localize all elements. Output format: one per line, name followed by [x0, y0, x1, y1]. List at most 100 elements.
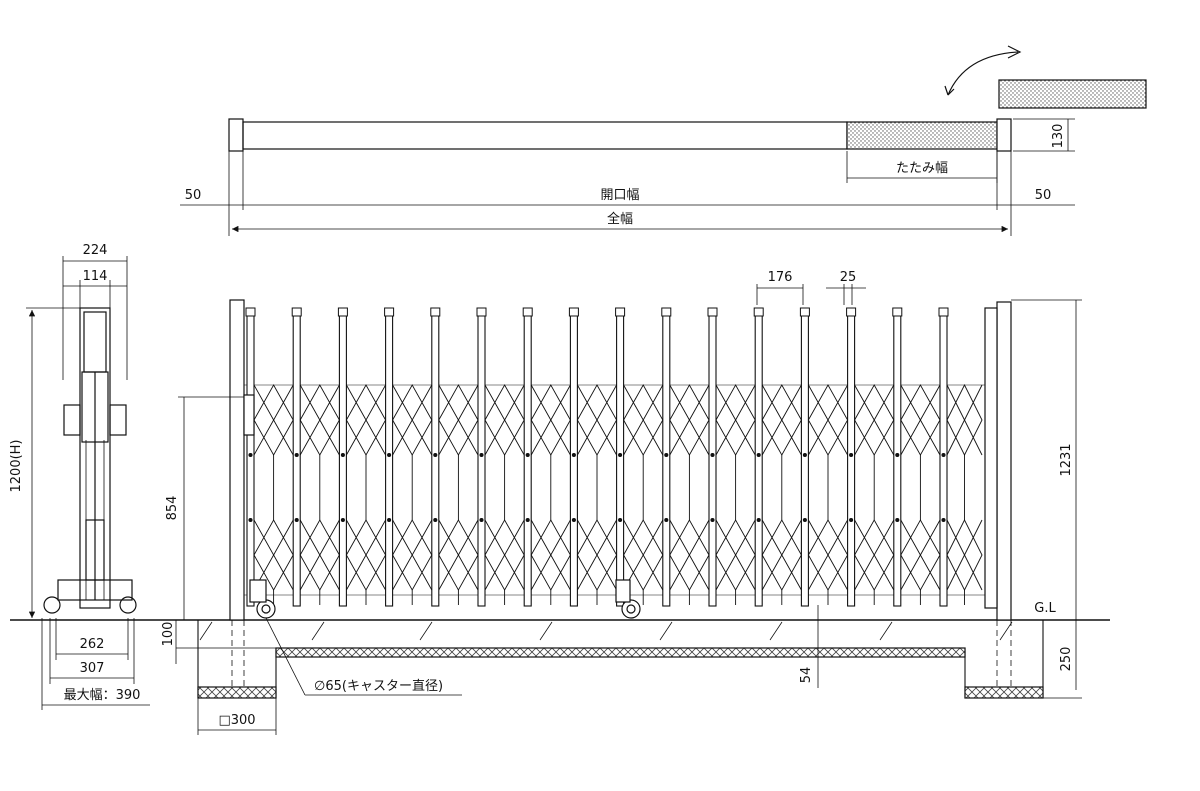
- pivot-rivet: [618, 517, 623, 523]
- lattice-link: [623, 384, 664, 456]
- lattice-link: [669, 384, 710, 456]
- pivot-rivet: [340, 452, 345, 458]
- gate-bar: [338, 309, 347, 607]
- lattice-link: [715, 384, 756, 456]
- lattice-link: [530, 519, 571, 591]
- rotation-arrow: [947, 51, 1019, 96]
- pivot-rivet: [571, 517, 576, 523]
- gate-bar: [754, 309, 763, 607]
- lattice-link: [669, 519, 710, 591]
- gate-bar-cap: [291, 307, 302, 317]
- lattice-link: [299, 384, 340, 456]
- gate-bar: [800, 309, 809, 607]
- lattice-link: [345, 519, 387, 591]
- gate-bar: [292, 309, 301, 607]
- gate-lattice: [248, 383, 983, 605]
- side-50-left-label: 50: [185, 188, 202, 203]
- handle: [243, 394, 255, 436]
- lattice-link: [761, 519, 802, 591]
- max-width-label: 最大幅：390: [64, 688, 141, 703]
- gate-bar-cap: [938, 307, 949, 317]
- pivot-rivet: [294, 517, 299, 523]
- gate-bar: [616, 309, 625, 607]
- gate-bar-cap: [522, 307, 533, 317]
- dim-100-label: 100: [161, 622, 176, 647]
- gate-bar-cap: [245, 307, 256, 317]
- pivot-rivet: [895, 452, 900, 458]
- pivot-rivet: [710, 517, 715, 523]
- left-post: [229, 299, 245, 621]
- right-post: [996, 301, 1012, 621]
- gate-bar-cap: [430, 307, 441, 317]
- lattice-link: [854, 384, 895, 456]
- lattice-link: [854, 519, 895, 591]
- front-view: [10, 299, 1110, 621]
- dim-25-label: 25: [840, 270, 857, 285]
- pivot-rivet: [664, 452, 669, 458]
- top-view: [180, 45, 1147, 236]
- rotation-arrow-tail: [944, 85, 955, 96]
- caster-label: ∅65(キャスター直径): [314, 679, 443, 694]
- dim-250-label: 250: [1059, 647, 1074, 672]
- lattice-link: [253, 384, 294, 456]
- folded-width-label: たたみ幅: [896, 161, 948, 176]
- dim-130-label: 130: [1051, 124, 1066, 149]
- pivot-rivet: [433, 452, 438, 458]
- top-folded-area: [846, 121, 998, 150]
- height-1200-label: 1200(H): [9, 439, 24, 492]
- pivot-rivet: [664, 517, 669, 523]
- lattice-link: [392, 384, 433, 456]
- dim-307-label: 307: [80, 661, 105, 676]
- caster-left: [256, 599, 276, 619]
- latch-frame: [984, 307, 998, 609]
- lattice-link: [438, 384, 479, 456]
- gate-bar: [477, 309, 486, 607]
- lattice-link: [946, 383, 983, 457]
- front-details: [175, 284, 1082, 735]
- lattice-link: [576, 384, 618, 456]
- pivot-rivet: [525, 517, 530, 523]
- lattice-link: [484, 519, 525, 591]
- gate-bar: [569, 309, 578, 607]
- pivot-rivet: [710, 452, 715, 458]
- pivot-rivet: [895, 517, 900, 523]
- gate-bar: [847, 309, 856, 607]
- gate-bar: [246, 309, 255, 607]
- gate-bar-cap: [476, 307, 487, 317]
- dim-54-label: 54: [799, 667, 814, 684]
- pivot-rivet: [941, 517, 946, 523]
- lattice-link: [438, 519, 479, 591]
- pivot-rivet: [479, 452, 484, 458]
- pivot-rivet: [340, 517, 345, 523]
- pivot-rivet: [387, 452, 392, 458]
- gate-bar-cap: [568, 307, 579, 317]
- gate-bar-cap: [615, 307, 626, 317]
- pivot-rivet: [849, 517, 854, 523]
- lattice-link: [530, 384, 571, 456]
- pivot-rivet: [248, 452, 253, 458]
- dim-262-label: 262: [80, 637, 105, 652]
- pivot-rivet: [433, 517, 438, 523]
- lattice-link: [807, 384, 849, 456]
- lattice-link: [484, 384, 525, 456]
- lattice-link: [345, 384, 387, 456]
- lattice-link: [807, 519, 849, 591]
- top-rail: [242, 121, 848, 150]
- pivot-rivet: [525, 452, 530, 458]
- lattice-link: [946, 518, 983, 592]
- pivot-rivet: [479, 517, 484, 523]
- pivot-rivet: [571, 452, 576, 458]
- total-width-label: 全幅: [607, 211, 633, 227]
- gate-bar-cap: [384, 307, 395, 317]
- gate-bar-cap: [337, 307, 348, 317]
- lattice-link: [392, 519, 433, 591]
- side-view: [26, 256, 150, 710]
- pivot-rivet: [248, 517, 253, 523]
- lattice-link: [715, 519, 756, 591]
- dim-176-label: 176: [768, 270, 793, 285]
- lattice-link: [900, 519, 941, 591]
- pivot-rivet: [387, 517, 392, 523]
- gate-bar: [523, 309, 532, 607]
- gate-bars: [245, 307, 949, 607]
